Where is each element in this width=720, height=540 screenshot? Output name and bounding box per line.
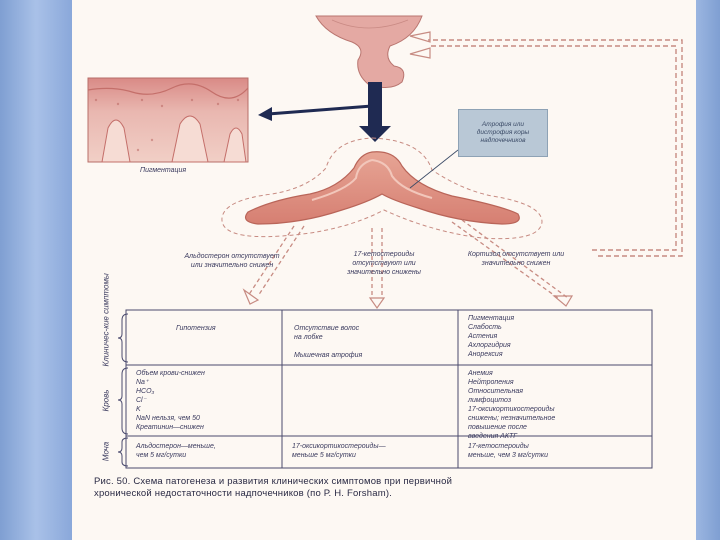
cell-line: меньше 5 мг/сутки [292, 452, 356, 459]
cell-line: Альдостерон—меньше, [136, 443, 216, 450]
arrow-to-skin [258, 104, 373, 121]
cell-line: Cl⁻ [136, 397, 147, 404]
cell-line: лимфоцитоз [468, 397, 512, 404]
table-cell: Альдостерон—меньше, чем 5 мг/сутки [136, 442, 216, 460]
feedback-loop-arrow [428, 39, 683, 257]
cell-line: Креатинин—снижен [136, 424, 204, 431]
branch-label-17-ketosteroids: 17-кетостероиды отсутствуют или значител… [334, 250, 434, 277]
cell-line: 17-оксикортикостероиды [468, 406, 555, 413]
row-braces [117, 313, 129, 467]
row-label-urine: Моча [101, 441, 111, 462]
caption-line: Рис. 50. Схема патогенеза и развития кли… [94, 476, 453, 487]
cell-line: 17-кетостероиды [468, 443, 529, 450]
table-cell: 17-кетостероиды меньше, чем 3 мг/сутки [468, 442, 548, 460]
table-cell: Отсутствие волос на лобке Мышечная атроф… [294, 324, 362, 360]
branch-arrows [247, 219, 569, 299]
cell-line: Ахлоргидрия [468, 342, 511, 349]
cell-line: Отсутствие волос [294, 325, 360, 332]
cell-line: HCO₃ [136, 388, 155, 395]
skin-label: Пигментация [140, 167, 187, 174]
cell-line [294, 342, 362, 351]
figure-caption: Рис. 50. Схема патогенеза и развития кли… [94, 476, 694, 500]
cell-line: снижены; незначительное [468, 415, 556, 422]
branch-label-line: отсутствуют или [352, 260, 416, 267]
cell-line: введения АКТГ [468, 433, 518, 440]
cell-line: NaN нельзя, чем 50 [136, 415, 200, 422]
table-cell: Анемия Нейтропения Относительная лимфоци… [468, 369, 555, 441]
table-cell: 17-оксикортикостероиды— меньше 5 мг/сутк… [292, 442, 386, 460]
cell-line: Относительная [468, 388, 524, 395]
cell-line: Анемия [468, 370, 493, 377]
row-label-blood: Кровь [101, 389, 111, 412]
cell-line: Нейтропения [468, 379, 514, 386]
skin-tissue-illustration [87, 77, 249, 163]
cell-line: Na⁺ [136, 379, 149, 386]
branch-label-aldosterone: Альдостерон отсутствует или значительно … [172, 252, 292, 270]
cell-line: на лобке [294, 334, 323, 341]
cell-line: чем 5 мг/сутки [136, 452, 187, 459]
cell-line: 17-оксикортикостероиды— [292, 443, 386, 450]
branch-label-line: значительно снижены [347, 269, 421, 276]
cell-line: повышение после [468, 424, 527, 431]
slide: Пигментация Атрофия или дистрофия коры н… [72, 0, 696, 540]
cell-line: Анорексия [468, 351, 503, 358]
row-label-clinical: Клиничес-кие симптомы [101, 273, 111, 367]
table-cell: Объем крови-снижен Na⁺ HCO₃ Cl⁻ K NaN не… [136, 369, 205, 432]
cell-line: Слабость [468, 324, 502, 331]
cell-line: Объем крови-снижен [136, 370, 205, 377]
infobox-line: дистрофия коры [476, 129, 530, 136]
cell-line: меньше, чем 3 мг/сутки [468, 452, 548, 459]
branch-label-line: Альдостерон отсутствует [184, 253, 280, 260]
infobox-line: Атрофия или [481, 121, 525, 128]
adrenal-atrophy-box: Атрофия или дистрофия коры надпочечников [458, 109, 548, 157]
cell-line: Мышечная атрофия [294, 352, 363, 359]
cell-line: Гипотензия [176, 325, 216, 332]
arrow-pituitary-to-adrenal [359, 82, 391, 142]
table-cell: Гипотензия [176, 324, 216, 333]
branch-label-line: или значительно снижен [190, 262, 274, 269]
pituitary-illustration [315, 15, 423, 88]
infobox-line: надпочечников [480, 137, 526, 144]
scanned-figure: Пигментация Атрофия или дистрофия коры н… [72, 0, 696, 540]
table-cell: Пигментация Слабость Астения Ахлоргидрия… [468, 314, 514, 359]
pathogenesis-diagram [87, 15, 683, 469]
adrenal-gland-illustration [245, 151, 520, 225]
adrenal-dashed-envelope [221, 137, 543, 240]
branch-label-line: 17-кетостероиды [353, 251, 415, 258]
cell-line: K [136, 406, 141, 413]
branch-label-line: Кортизол отсутствует или [467, 251, 565, 258]
cell-line: Астения [468, 333, 498, 340]
symptom-table-grid [125, 309, 653, 469]
cell-line: Пигментация [468, 315, 515, 322]
branch-label-line: значительно снижен [481, 260, 551, 267]
caption-line: хронической недостаточности надпочечнико… [94, 488, 393, 499]
infobox-pointer-line [409, 149, 459, 189]
branch-label-cortisol: Кортизол отсутствует или значительно сни… [456, 250, 576, 268]
